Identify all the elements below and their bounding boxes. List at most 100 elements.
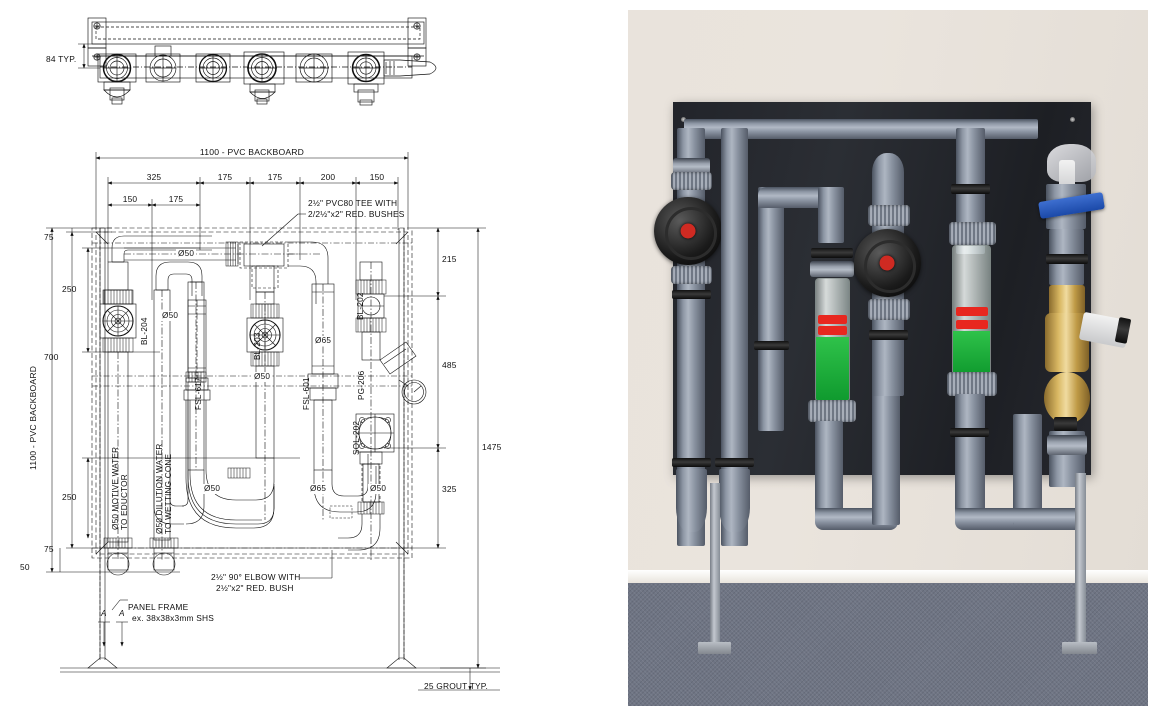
dim-700: 700	[44, 352, 59, 362]
dim-175-a: 175	[217, 172, 233, 182]
elevation-view	[46, 152, 500, 691]
collar-left-upper	[672, 158, 711, 174]
dim-250-bottom: 250	[62, 492, 77, 502]
size-mid-riser: Ø50	[252, 372, 273, 383]
pipe-clip-left-1	[671, 289, 712, 299]
union-nut-rotameter-right-bottom	[947, 371, 998, 396]
ball-valve-handle-left[interactable]	[654, 196, 722, 265]
tag-bl-202: BL-202	[356, 292, 365, 320]
support-foot-right	[1062, 641, 1097, 655]
pipe-second-outlet-stub	[719, 469, 751, 532]
pipe-clip-mid	[869, 330, 908, 340]
clip-rotameter-left-top	[811, 248, 853, 259]
collar-right-bottom	[1046, 434, 1088, 456]
label-dilution-water-2: TO WETTING CONE	[164, 453, 173, 534]
note-elbow-line2: 2½"x2" RED. BUSH	[216, 583, 294, 593]
note-tee-line1: 2½" PVC80 TEE WITH	[308, 198, 398, 208]
dim-1475: 1475	[482, 442, 502, 452]
solenoid-red-indicator	[1054, 417, 1078, 432]
tag-fsl-601: FSL-601	[302, 377, 311, 410]
rotameter-left-red-band-1	[818, 315, 848, 324]
screw-top-right	[1070, 116, 1076, 122]
dim-485: 485	[442, 360, 457, 370]
size-right-riser-65: Ø65	[313, 336, 334, 347]
dim-84-typ: 84 TYP.	[46, 54, 77, 64]
size-loop: Ø50	[160, 311, 181, 322]
size-sol-riser: Ø50	[368, 484, 389, 495]
collar-rotameter-left-top	[810, 260, 854, 278]
note-grout: 25 GROUT TYP.	[424, 681, 489, 691]
pipe-loop-left-leg	[758, 187, 784, 432]
dim-150-top: 150	[369, 172, 385, 182]
pipe-clip-right-valve	[1046, 253, 1088, 265]
assembly-photograph	[628, 10, 1148, 706]
pipe-mid-cone-top	[872, 152, 904, 195]
size-top-run: Ø50	[176, 249, 197, 260]
pipe-loop-right-leg	[817, 187, 844, 244]
brass-solenoid-valve	[1044, 371, 1090, 425]
section-mark-a-right: A	[119, 609, 125, 618]
union-nut-mid-upper	[868, 204, 910, 226]
tag-bl-203: BL-203	[253, 332, 262, 360]
rotameter-left-red-band-2	[818, 326, 848, 335]
dim-175-second: 175	[168, 194, 184, 204]
flow-indicator-left	[815, 277, 851, 402]
note-panel-frame-line2: ex. 38x38x3mm SHS	[132, 613, 215, 623]
rotameter-left-green-float	[816, 337, 850, 401]
flow-indicator-right	[952, 245, 991, 376]
dim-overall-height: 1100 - PVC BACKBOARD	[28, 365, 38, 470]
engineering-drawing: 84 TYP. 1100 - PVC BACKBOARD 325 175 175…	[20, 17, 502, 691]
label-motive-water-2: TO EDUCTOR	[120, 474, 129, 530]
dim-325: 325	[442, 484, 457, 494]
union-nut-left-lower	[670, 266, 713, 285]
screw-top-left	[681, 116, 687, 122]
size-fsl601-riser: Ø65	[308, 484, 329, 495]
union-nut-right-drop	[949, 222, 997, 245]
rotameter-right-red-band-2	[955, 319, 988, 329]
dim-325: 325	[146, 172, 162, 182]
tag-bl-204: BL-204	[140, 317, 149, 345]
support-leg-right	[1075, 472, 1086, 647]
dim-50: 50	[20, 562, 30, 572]
size-fsl617-riser: Ø50	[202, 484, 223, 495]
dim-150-second: 150	[122, 194, 138, 204]
union-nut-left-upper	[670, 172, 713, 191]
rotameter-right-red-band-1	[955, 306, 988, 316]
ball-valve-handle-mid[interactable]	[853, 229, 922, 298]
pipe-u-left-return	[872, 392, 901, 526]
rotameter-right-green-float	[953, 331, 990, 375]
dim-75-bottom: 75	[44, 544, 54, 554]
pipe-clip-second	[715, 458, 754, 468]
note-panel-frame-line1: PANEL FRAME	[128, 602, 189, 612]
dim-75-top: 75	[44, 232, 54, 242]
elbow-right-bottom	[1012, 507, 1086, 530]
support-leg-left	[710, 483, 721, 647]
note-tee-line2: 2/2½"x2" RED. BUSHES	[308, 209, 405, 219]
dim-215: 215	[442, 254, 457, 264]
pipe-below-rotameter-right	[954, 394, 985, 520]
pipe-clip-left-2	[671, 458, 712, 468]
drawing-svg	[46, 17, 500, 691]
union-nut-mid-lower	[868, 298, 910, 320]
pipe-left-outlet-stub	[675, 469, 708, 532]
pipe-u-right-return	[1012, 413, 1042, 526]
support-foot-left	[697, 641, 731, 655]
pipe-clip-rotameter-right	[950, 427, 989, 438]
dim-250-top: 250	[62, 284, 77, 294]
pipe-clip-loop	[753, 340, 790, 350]
skirting-board	[628, 570, 1148, 585]
dim-overall-width: 1100 - PVC BACKBOARD	[199, 147, 305, 157]
section-mark-a-left: A	[101, 609, 107, 618]
note-elbow-line1: 2½" 90° ELBOW WITH	[211, 572, 301, 582]
tag-sol-202: SOL-202	[352, 420, 361, 455]
pipe-clip-right-drop	[951, 184, 990, 194]
dimension-lines	[46, 152, 500, 691]
union-nut-rotameter-left-bottom	[807, 399, 856, 423]
dim-200: 200	[320, 172, 336, 182]
dim-175-b: 175	[267, 172, 283, 182]
pipe-top-header	[684, 118, 1038, 139]
tag-pg-206: PG-206	[357, 370, 366, 400]
pipe-below-rotameter-left	[815, 420, 844, 522]
tag-fsl-617: FSL-617	[194, 377, 203, 410]
